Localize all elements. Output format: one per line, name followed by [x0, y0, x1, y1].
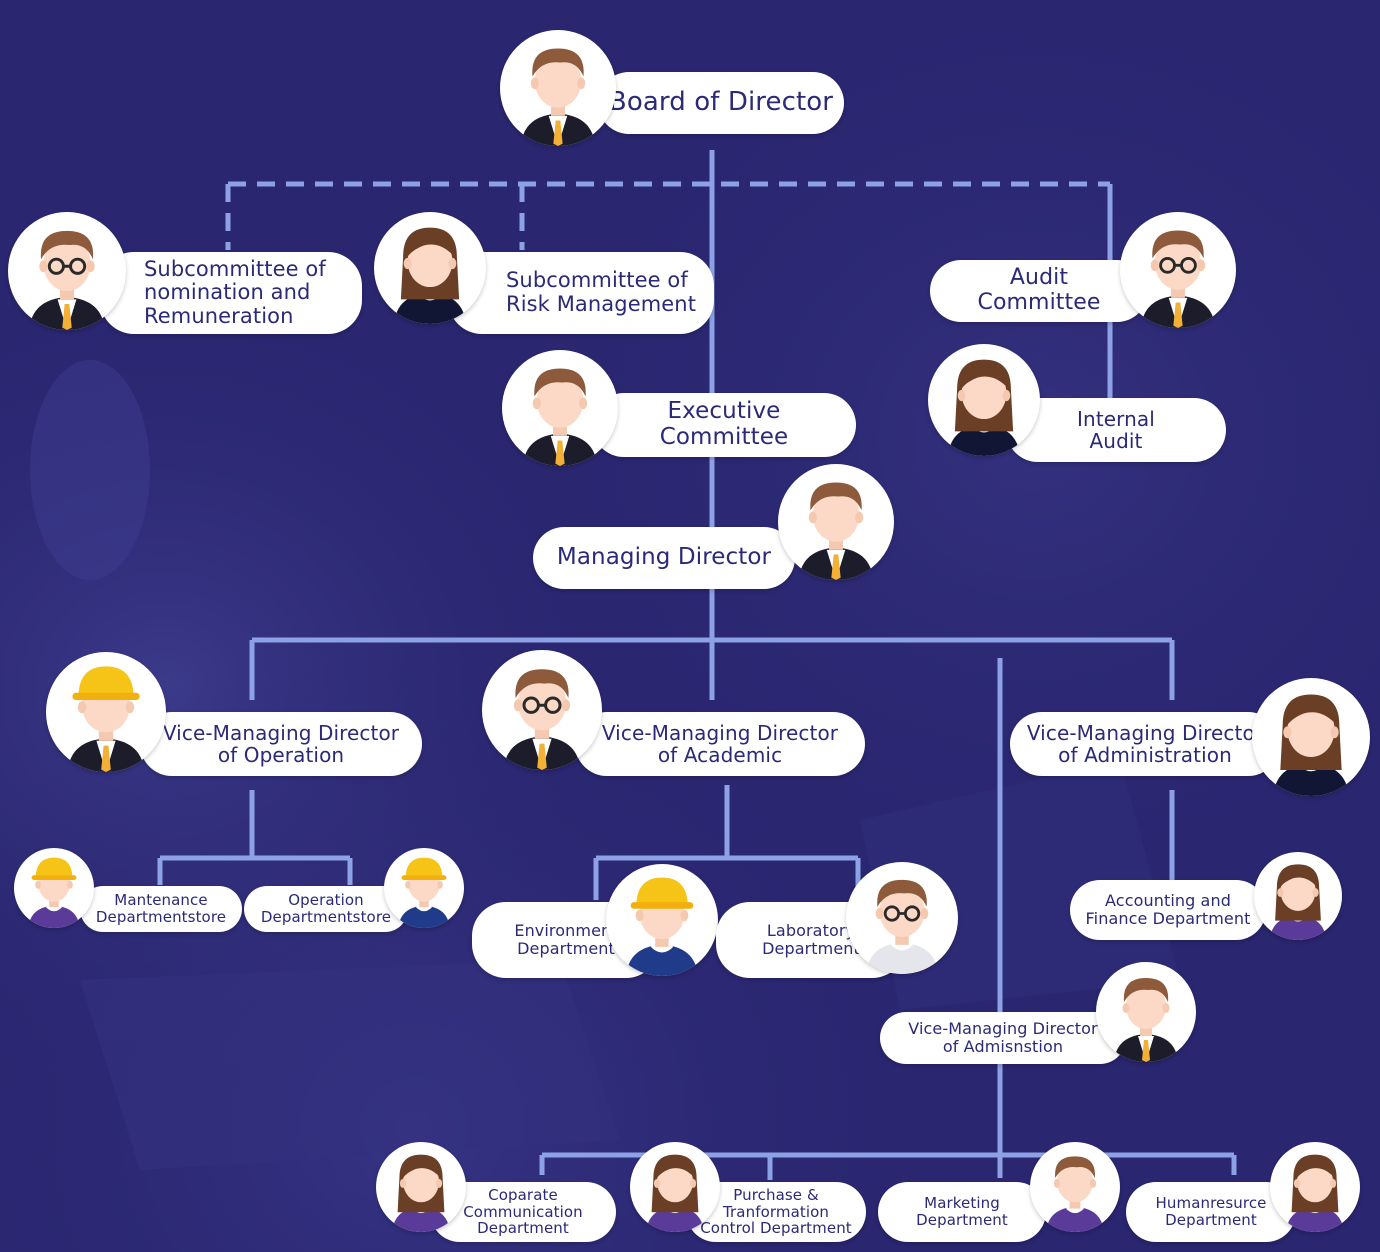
node-label-line: Managing Director — [556, 544, 772, 571]
node-label-line: of Administration — [1058, 743, 1232, 767]
node-label-line: Finance Department — [1085, 909, 1251, 928]
man-hardhat-icon — [46, 652, 166, 772]
hardhat-purple-icon — [14, 848, 94, 928]
man-glasses-icon — [1120, 212, 1236, 328]
node-label-line: Department — [517, 939, 615, 958]
hardhat-blue-icon — [384, 848, 464, 928]
man-suit-icon — [1096, 962, 1196, 1062]
woman-icon — [1252, 678, 1370, 796]
woman-icon — [374, 212, 486, 324]
node-label-line: Committee — [659, 424, 789, 450]
node-label-line: nomination and — [144, 280, 311, 305]
node-label-line: Department — [762, 939, 860, 958]
woman-purple-icon — [630, 1142, 720, 1232]
woman-icon — [928, 344, 1040, 456]
man-labcoat-icon — [846, 862, 958, 974]
node-label-line: Mantenance — [114, 891, 208, 910]
node-label-line: Subcommittee of — [144, 256, 326, 281]
node-label-line: Subcommittee of — [506, 268, 688, 293]
node-label-line: Department — [916, 1211, 1008, 1229]
node-label-line: Accounting and — [1105, 891, 1231, 911]
node-label-line: Marketing — [924, 1194, 1000, 1213]
node-label-line: Coparate — [488, 1185, 558, 1204]
dashed-committee-link — [225, 181, 1113, 250]
node-label-line: Environment — [514, 921, 618, 941]
node-label-line: Humanresurce — [1155, 1194, 1267, 1213]
woman-purple-icon — [1270, 1142, 1360, 1232]
node-label-line: Operation — [288, 891, 364, 910]
node-label-line: Communication — [463, 1202, 583, 1221]
man-suit-icon — [500, 30, 616, 146]
node-label-line: Audit — [1009, 265, 1069, 291]
managing-node: Managing Director — [533, 527, 795, 589]
board-node: Board of Director — [598, 72, 844, 134]
woman-purple-icon — [376, 1142, 466, 1232]
man-glasses-icon — [8, 212, 126, 330]
node-label-line: Vice-Managing Director — [908, 1019, 1098, 1039]
node-label-line: Vice-Managing Director — [601, 720, 839, 745]
node-label-line: Purchase & — [733, 1185, 819, 1204]
node-label-line: of Admisnstion — [942, 1037, 1064, 1056]
man-suit-icon — [502, 350, 618, 466]
node-label-line: of Academic — [657, 743, 783, 767]
man-glasses-icon — [482, 650, 602, 770]
node-label-line: Control Department — [700, 1219, 852, 1238]
node-label-line: Tranformation — [722, 1202, 830, 1221]
woman-purple-icon — [1254, 852, 1342, 940]
node-label-line: Laboratory — [766, 921, 856, 941]
node-label-line: Department — [1165, 1211, 1257, 1229]
node-label-line: Internal — [1077, 406, 1155, 431]
node-label-line: Vice-Managing Director — [1026, 720, 1264, 745]
man-purple-icon — [1030, 1142, 1120, 1232]
node-label-line: Remuneration — [144, 303, 294, 328]
node-label-line: Board of Director — [608, 87, 834, 118]
hardhat-blue-icon — [606, 864, 718, 976]
node-label-line: Risk Management — [506, 292, 697, 316]
node-label-line: Audit — [1089, 429, 1143, 453]
node-label-line: Departmentstore — [95, 908, 227, 926]
node-label-line: of Operation — [217, 743, 345, 767]
node-label-line: Executive — [667, 398, 781, 425]
node-label-line: Departmentstore — [260, 908, 392, 926]
node-label-line: Vice-Managing Director — [162, 720, 400, 745]
node-label-line: Department — [477, 1219, 569, 1238]
node-label-line: Committee — [977, 290, 1101, 315]
man-suit-icon — [778, 464, 894, 580]
